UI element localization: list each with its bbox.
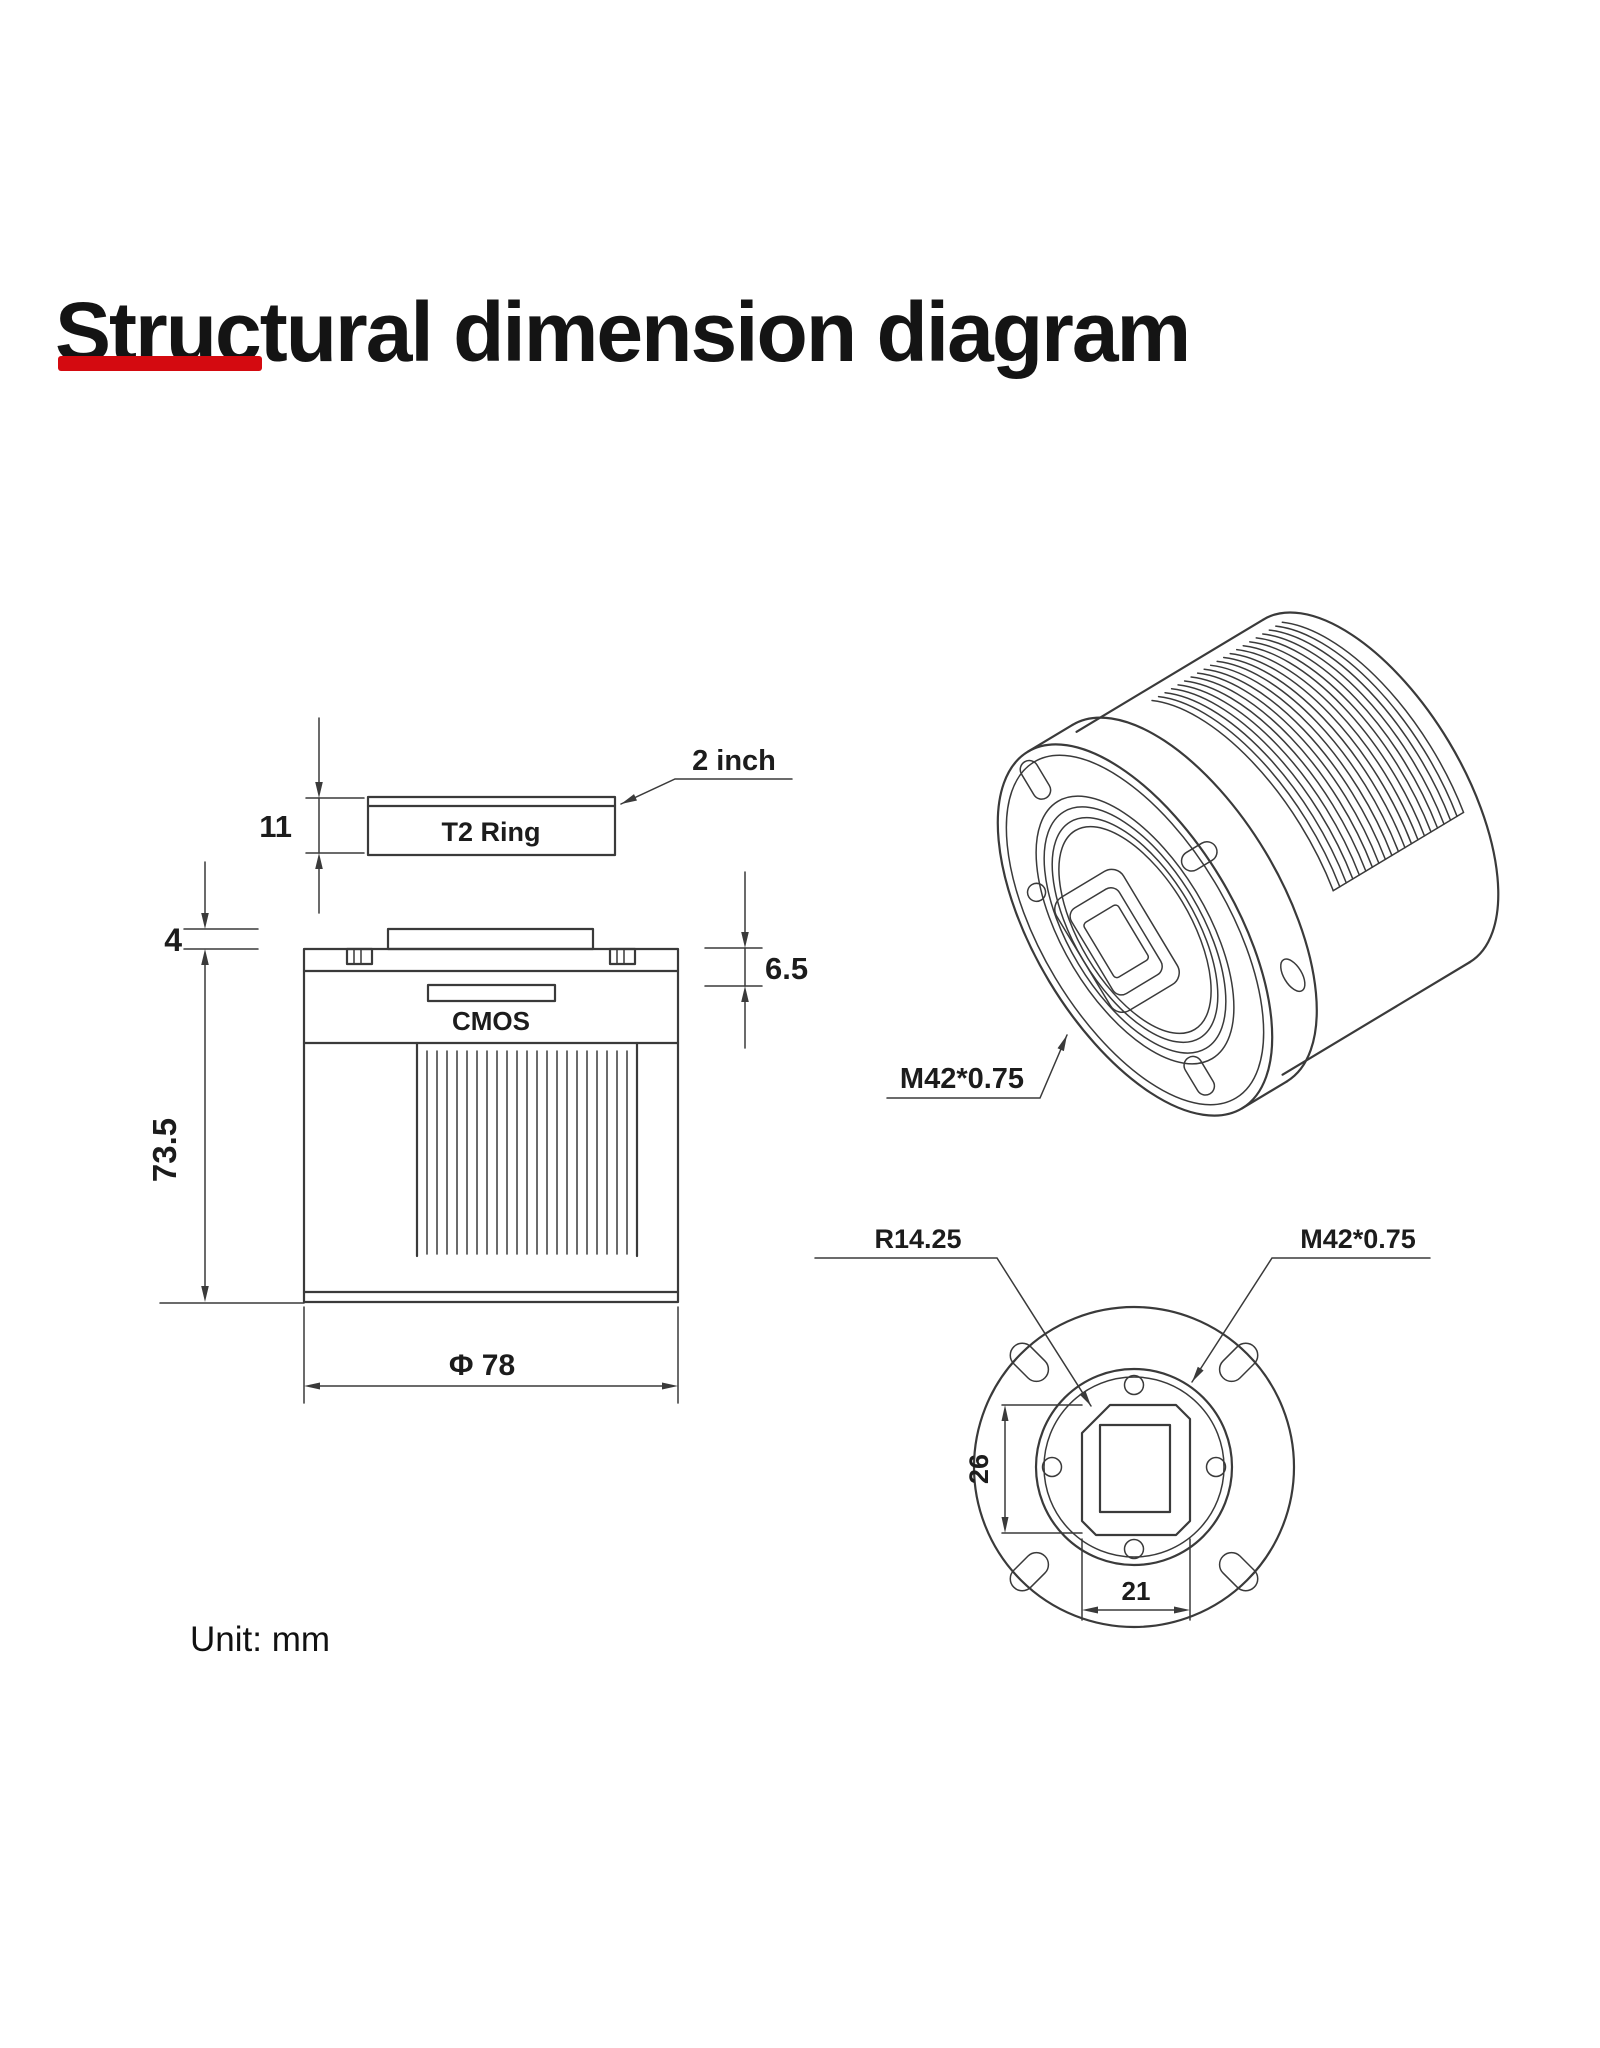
body-screw-tab-right — [608, 947, 637, 966]
ring-screw-hole-right — [1205, 1456, 1227, 1478]
flange-screw-hole — [1026, 882, 1047, 903]
t2-ring-label: T2 Ring — [442, 817, 541, 847]
m42-leader-arrow-front — [1192, 1366, 1204, 1382]
cylinder-fin-arc — [1229, 652, 1413, 845]
cylinder-fin-arc — [1151, 699, 1335, 892]
ring-screw-hole-bottom — [1123, 1538, 1145, 1560]
thread-ring-1 — [1035, 795, 1235, 1065]
dim11-value: 11 — [259, 809, 292, 844]
cylinder-fin-arc — [1177, 684, 1361, 876]
cylinder-fin-arc — [1281, 621, 1465, 814]
r1425-label: R14.25 — [874, 1224, 961, 1254]
m42-leader-3d — [886, 1034, 1068, 1099]
two-inch-leader-arrow — [621, 794, 637, 804]
two-inch-label: 2 inch — [692, 745, 776, 777]
corner-slot-upper-left — [1009, 1342, 1050, 1383]
cylinder-fin-arc — [1164, 691, 1348, 884]
dim65-arrow-top — [741, 932, 749, 948]
m42-ring-outer — [1034, 1367, 1234, 1567]
perspective-view: M42*0.75 — [886, 611, 1500, 1117]
ring-screw-hole-left — [1041, 1456, 1063, 1478]
cylinder-fin-arc — [1262, 633, 1445, 825]
cylinder-fin-arc — [1242, 644, 1426, 837]
cylinder-fin-arc — [1209, 664, 1393, 857]
body-side-hole — [1279, 958, 1306, 993]
r1425-leader — [814, 1257, 1092, 1407]
dim21-arrow-right — [1174, 1606, 1190, 1614]
dim735-arrow-bottom — [201, 1286, 209, 1302]
sensor-recess-outer — [1054, 868, 1180, 1014]
thread-ring-2 — [1043, 806, 1227, 1054]
cmos-label: CMOS — [452, 1006, 530, 1036]
fin-band-boundary — [1332, 811, 1465, 892]
flange-slot-bottom — [1183, 1055, 1216, 1096]
dim21-value: 21 — [1122, 1576, 1151, 1606]
body-top-plate — [386, 927, 595, 951]
corner-slot-lower-right — [1218, 1551, 1259, 1592]
dim26-arrow-top — [1001, 1405, 1009, 1421]
cylinder-fin-arc — [1216, 660, 1400, 853]
flange-slot-top — [1019, 759, 1052, 800]
cylinder-fins — [1151, 621, 1465, 892]
dim4-arrow — [201, 913, 209, 929]
two-inch-leader-line — [620, 778, 793, 805]
rear-rim-arc — [1262, 611, 1500, 964]
dim735-arrow-top — [201, 949, 209, 965]
front-view: 26 21 R14.25 M42*0.75 — [814, 1224, 1431, 1629]
dim65-arrow-bottom — [741, 986, 749, 1002]
dim65-value: 6.5 — [765, 951, 808, 986]
camera-3d-group — [996, 611, 1500, 1117]
front-view-body-circle — [972, 1305, 1296, 1629]
ring-screw-hole-top — [1123, 1374, 1145, 1396]
m42-leader-arrow-3d — [1057, 1035, 1067, 1052]
m42-ring-inner — [1043, 1376, 1225, 1558]
body-screw-tab-left — [345, 947, 374, 966]
cylinder-fin-arc — [1203, 668, 1387, 861]
cylinder-fin-arc — [1222, 656, 1406, 849]
dim11-arrow-top — [315, 782, 323, 798]
front-rim-outer — [996, 743, 1274, 1117]
body-slot — [426, 983, 557, 1003]
sensor-holder-octagon — [1080, 1403, 1192, 1537]
thread-ring-4 — [1058, 825, 1212, 1035]
corner-slot-upper-right — [1218, 1342, 1259, 1383]
title-underline-accent — [58, 356, 262, 371]
dim78-value: Φ 78 — [449, 1349, 515, 1382]
dim78-arrow-right — [662, 1382, 678, 1390]
dim21-arrow-left — [1082, 1606, 1098, 1614]
unit-label: Unit: mm — [190, 1620, 330, 1659]
t2-ring-outline — [366, 795, 617, 857]
cylinder-fin-arc — [1157, 695, 1341, 888]
dim11-arrow-bottom — [315, 853, 323, 869]
cylinder-fin-arc — [1275, 625, 1458, 818]
sensor-recess-step — [1069, 887, 1163, 996]
body-silhouette-bottom — [1281, 961, 1471, 1076]
cylinder-fin-arc — [1235, 648, 1419, 841]
m42-leader-front — [1191, 1257, 1431, 1383]
r1425-leader-arrow — [1079, 1390, 1091, 1406]
body-silhouette-top — [1075, 618, 1265, 733]
dim4-value: 4 — [164, 922, 182, 958]
flange-slot-right — [1180, 841, 1218, 872]
cylinder-fin-arc — [1170, 688, 1354, 880]
dim26-arrow-bottom — [1001, 1517, 1009, 1533]
cylinder-fin-arc — [1190, 676, 1374, 868]
cylinder-fin-arc — [1268, 629, 1452, 821]
cylinder-fin-arc — [1255, 637, 1439, 829]
side-view: T2 Ring 2 inch 11 4 73.5 — [146, 717, 808, 1404]
dim735-value: 73.5 — [146, 1118, 183, 1182]
cylinder-fin-arc — [1196, 672, 1380, 865]
sensor-rectangle — [1098, 1423, 1172, 1514]
dim26-value: 26 — [964, 1454, 994, 1484]
dim78-arrow-left — [304, 1382, 320, 1390]
cylinder-fin-arc — [1249, 641, 1432, 833]
m42-label-front: M42*0.75 — [1300, 1224, 1416, 1254]
m42-label-3d: M42*0.75 — [900, 1063, 1024, 1095]
flange-back-arc — [1071, 716, 1318, 1083]
cylinder-fin-arc — [1183, 680, 1367, 872]
corner-slot-lower-left — [1009, 1551, 1050, 1592]
heatsink-fins — [426, 1050, 628, 1255]
sensor-chip — [1083, 904, 1150, 979]
